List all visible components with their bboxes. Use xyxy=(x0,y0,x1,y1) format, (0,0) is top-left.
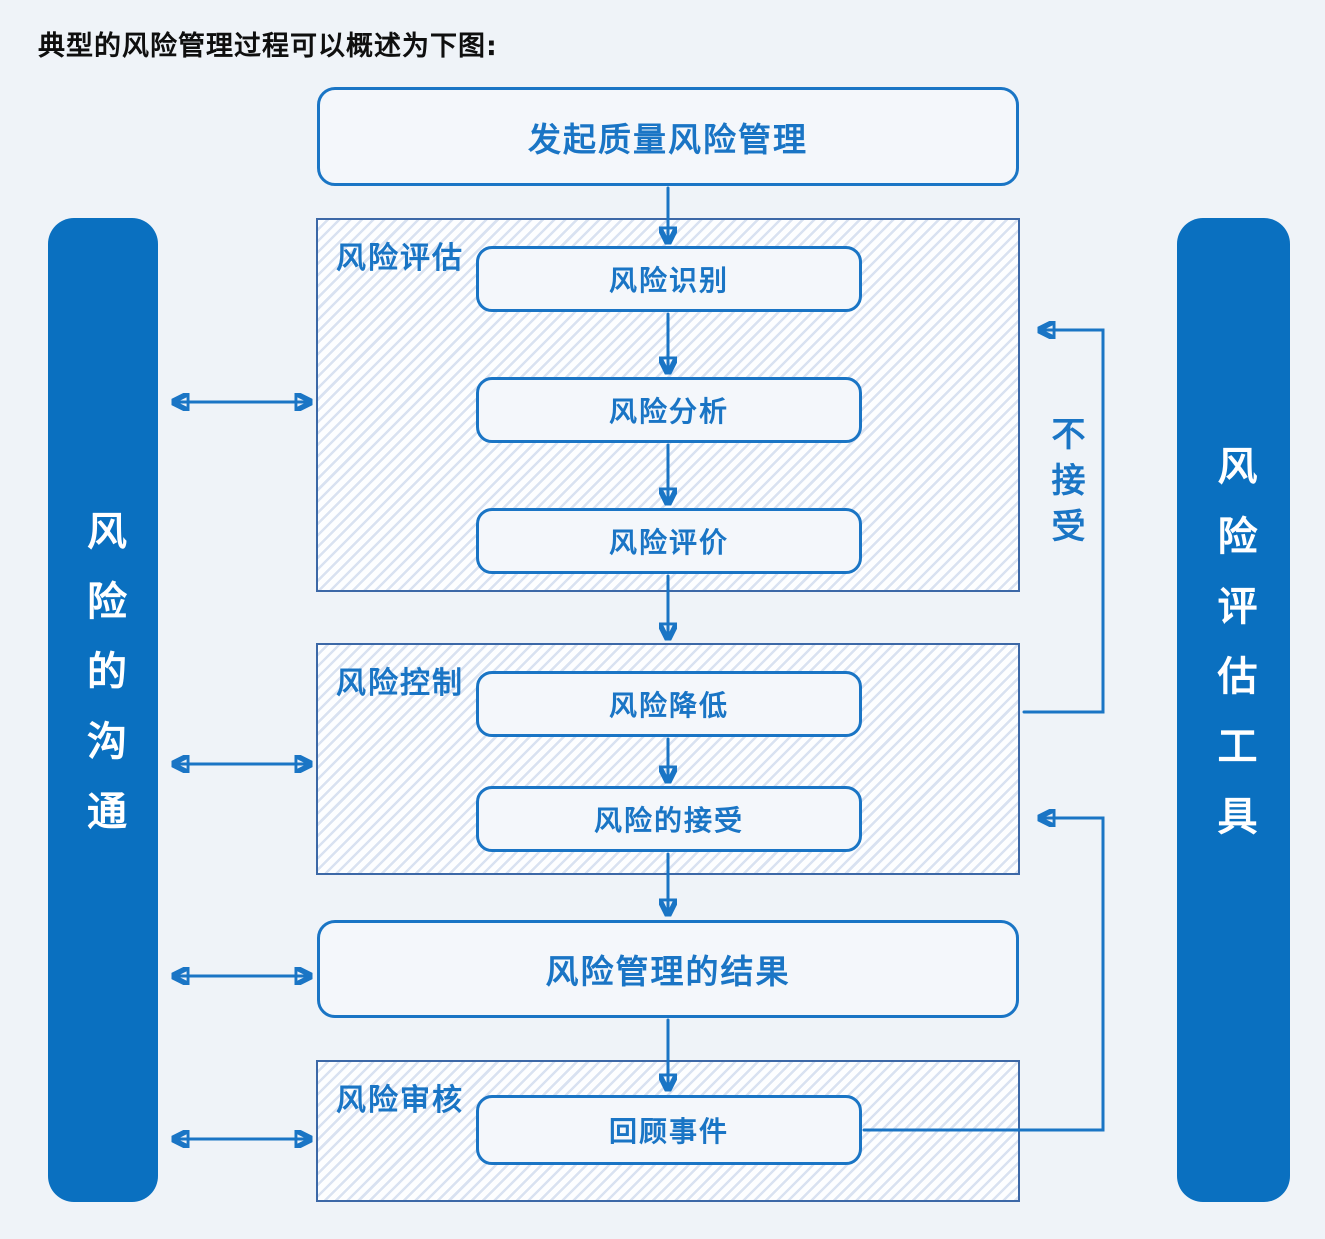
risk-acceptance-box: 风险的接受 xyxy=(476,786,862,852)
risk-acceptance-label: 风险的接受 xyxy=(593,804,744,837)
risk-evaluation-label: 风险评价 xyxy=(608,526,729,559)
risk-analysis-label: 风险分析 xyxy=(608,395,729,428)
review-events-box: 回顾事件 xyxy=(476,1095,862,1165)
risk-identification-label: 风险识别 xyxy=(608,264,729,297)
risk-management-results-box: 风险管理的结果 xyxy=(317,920,1019,1018)
start-quality-risk-management-box: 发起质量风险管理 xyxy=(317,87,1019,186)
risk-communication-bar: 风险的沟通 xyxy=(48,218,158,1202)
not-accepted-label: 不接受 xyxy=(1045,416,1085,554)
review-events-label: 回顾事件 xyxy=(608,1115,729,1148)
risk-management-results-label: 风险管理的结果 xyxy=(545,952,791,991)
risk-identification-box: 风险识别 xyxy=(476,246,862,312)
risk-assessment-tools-bar: 风险评估工具 xyxy=(1177,218,1290,1202)
risk-reduction-label: 风险降低 xyxy=(608,689,729,722)
risk-review-section-label: 风险审核 xyxy=(336,1083,464,1118)
risk-communication-label: 风险的沟通 xyxy=(80,510,126,860)
risk-evaluation-box: 风险评价 xyxy=(476,508,862,574)
risk-analysis-box: 风险分析 xyxy=(476,377,862,443)
risk-assessment-section-label: 风险评估 xyxy=(336,241,464,276)
risk-reduction-box: 风险降低 xyxy=(476,671,862,737)
start-box-label: 发起质量风险管理 xyxy=(528,119,808,159)
risk-assessment-tools-label: 风险评估工具 xyxy=(1210,445,1257,865)
risk-control-section-label: 风险控制 xyxy=(336,666,464,701)
page-title: 典型的风险管理过程可以概述为下图: xyxy=(38,31,498,62)
